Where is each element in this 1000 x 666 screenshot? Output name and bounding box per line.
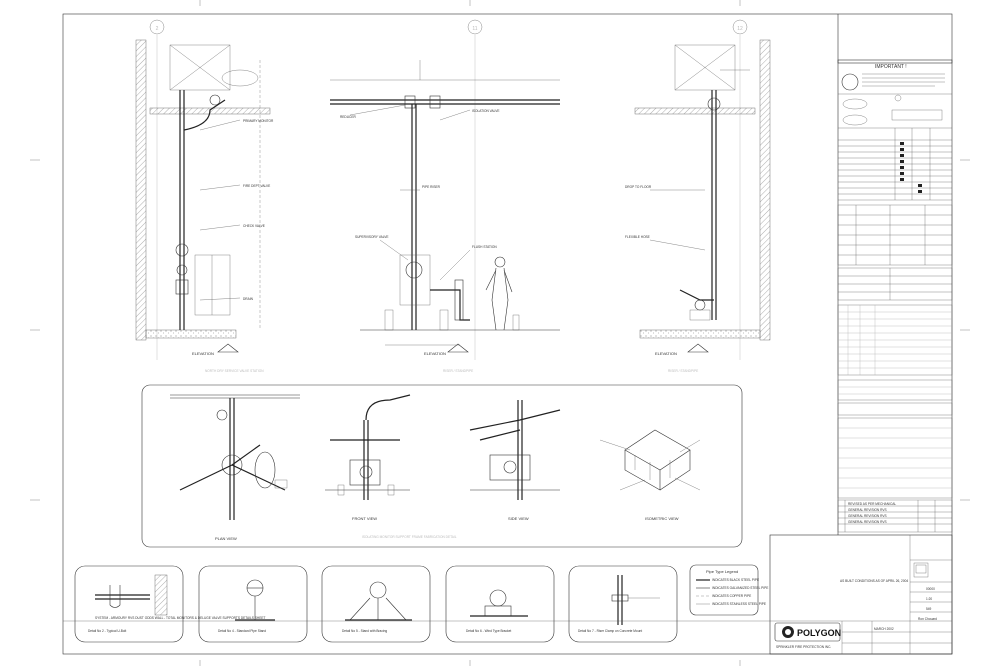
grid-bubble-12	[732, 19, 748, 35]
grid-label-2: 2	[156, 26, 159, 32]
grid-lines: 2 11 12	[149, 19, 748, 360]
legend-title: Pipe Type Legend	[706, 569, 738, 574]
border-ticks	[30, 0, 970, 666]
left-elevation: PRIMARY MONITOR FIRE DEPT VALVE CHECK VA…	[135, 39, 274, 373]
detail-5: Detail No 5 - Stand with Bracing	[321, 565, 431, 643]
detail-2: Detail No 2 - Typical U-Bolt	[74, 565, 184, 643]
grid-label-12: 12	[737, 26, 743, 32]
detail-6-label: Detail No 6 - Wind Type Bracket	[466, 629, 511, 633]
detail-2-label: Detail No 2 - Typical U-Bolt	[88, 629, 126, 633]
grid-bubble-11	[467, 19, 483, 35]
svg-text:FLUSH STATION: FLUSH STATION	[472, 245, 497, 249]
svg-text:REDUCER: REDUCER	[340, 115, 356, 119]
sheet-scale: 1:20	[926, 597, 932, 601]
detail-7-label: Detail No 7 - Riser Clamp on Concrete Mo…	[578, 629, 642, 633]
svg-text:DRAIN: DRAIN	[243, 297, 254, 301]
computer-icon	[913, 562, 929, 578]
left-elevation-subtitle: NORTH DRY SERVICE VALVE STATION	[205, 369, 264, 373]
detail-7: Detail No 7 - Riser Clamp on Concrete Mo…	[568, 565, 678, 643]
right-elevation-title: ELEVATION	[655, 351, 677, 356]
person-head-icon	[494, 256, 506, 268]
detail-6: Detail No 6 - Wind Type Bracket	[445, 565, 555, 643]
middle-elevation-subtitle: RISER / STANDPIPE	[443, 369, 473, 373]
isometric-view: ISOMETRIC VIEW	[599, 429, 701, 521]
svg-text:ISOLATION VALVE: ISOLATION VALVE	[472, 109, 499, 113]
detail-5-label: Detail No 5 - Stand with Bracing	[342, 629, 387, 633]
left-wall	[135, 39, 147, 341]
company-name: POLYGON	[797, 628, 841, 638]
left-slab	[145, 329, 237, 339]
right-elevation-subtitle: RISER / STANDPIPE	[668, 369, 698, 373]
svg-text:GENERAL REVISION RVS: GENERAL REVISION RVS	[848, 520, 887, 524]
svg-text:FLEXIBLE HOSE: FLEXIBLE HOSE	[625, 235, 650, 239]
legend-item-1: INDICATES GALVANIZED STEEL PIPE	[712, 586, 768, 590]
middle-elevation: REDUCER ISOLATION VALVE SUPERVISORY VALV…	[330, 60, 560, 373]
svg-text:SUPERVISORY VALVE: SUPERVISORY VALVE	[355, 235, 389, 239]
plan-view: PLAN VIEW	[170, 394, 300, 541]
project-line: SYSTEM - ARMOURY RVS DUST ODDS WALL - TO…	[95, 616, 265, 620]
svg-text:REVISED AS PER MECHANICAL: REVISED AS PER MECHANICAL	[848, 502, 896, 506]
title-strip: AS BUILT CONDITIONS AS OF APRIL 26, 2004…	[63, 534, 953, 655]
side-view: SIDE VIEW	[469, 400, 561, 521]
isometric-view-label: ISOMETRIC VIEW	[645, 516, 679, 521]
svg-text:GENERAL REVISION RVS: GENERAL REVISION RVS	[848, 514, 887, 518]
svg-text:CHECK VALVE: CHECK VALVE	[243, 224, 265, 228]
legend-item-0: INDICATES BLACK STEEL PIPE	[712, 578, 759, 582]
polygon-logo	[774, 622, 841, 642]
job-number: 00000	[926, 587, 935, 591]
right-elevation: FLEXIBLE HOSE DROP TO FLOOR ELEVATION RI…	[625, 39, 771, 373]
svg-text:PRIMARY MONITOR: PRIMARY MONITOR	[243, 119, 274, 123]
grid-bubble-2	[149, 19, 165, 35]
svg-text:DROP TO FLOOR: DROP TO FLOOR	[625, 185, 652, 189]
front-view: FRONT VIEW	[325, 394, 411, 521]
svg-text:PIPE RISER: PIPE RISER	[422, 185, 441, 189]
side-view-label: SIDE VIEW	[508, 516, 529, 521]
plan-view-label: PLAN VIEW	[215, 536, 237, 541]
title-block: IMPORTANT !	[837, 14, 953, 535]
legend-item-3: INDICATES STAINLESS STEEL PIPE	[712, 602, 766, 606]
drawn-by: Ron Chouard	[918, 617, 937, 621]
legend-item-2: INDICATES COPPER PIPE	[712, 594, 751, 598]
sheet-date: MARCH 2002	[874, 627, 894, 631]
detail-4-label: Detail No 4 - Standard Pipe Stand	[218, 629, 266, 633]
pipe-type-legend: Pipe Type Legend INDICATES BLACK STEEL P…	[689, 564, 768, 616]
svg-text:GENERAL REVISION RVS: GENERAL REVISION RVS	[848, 508, 887, 512]
svg-text:FIRE DEPT VALVE: FIRE DEPT VALVE	[243, 184, 270, 188]
detail-4: Detail No 4 - Standard Pipe Stand	[198, 565, 308, 643]
left-elevation-title: ELEVATION	[192, 351, 214, 356]
assembly-caption: ISOLATING MONITOR SUPPORT FRAME FABRICAT…	[362, 535, 457, 539]
sheet-number: 549	[926, 607, 932, 611]
important-heading: IMPORTANT !	[875, 64, 907, 70]
assembly-detail-box	[141, 384, 743, 548]
company-subtitle: SPRINKLER FIRE PROTECTION INC.	[776, 645, 831, 649]
front-view-label: FRONT VIEW	[352, 516, 377, 521]
grid-label-11: 11	[472, 26, 477, 32]
middle-elevation-title: ELEVATION	[424, 351, 446, 356]
as-built-note: AS BUILT CONDITIONS AS OF APRIL 26, 2004	[840, 579, 908, 583]
